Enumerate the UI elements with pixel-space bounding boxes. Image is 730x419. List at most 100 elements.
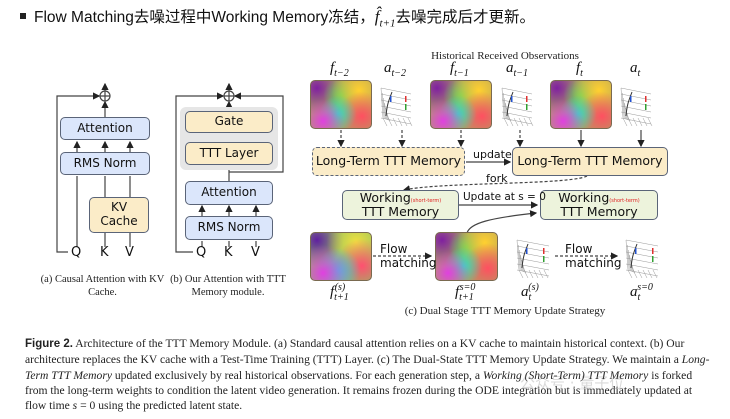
denoised-latent-image [435,232,498,281]
noisy-latent-image [310,232,372,281]
caption-italic: s [72,399,78,413]
short-term-tag: (short-term) [410,197,442,204]
figure-label: Figure 2. [25,338,73,350]
bullet-icon [20,13,26,19]
plot-grid [620,87,653,127]
pose-marker [543,248,545,254]
caption-italic: Long-Term TTT Memory [25,353,710,382]
label-sub: t [637,292,641,303]
trajectory-line [625,91,633,117]
trajectory-line [630,243,638,269]
pose-marker [526,104,528,110]
label-base: a [506,60,514,76]
pose-marker [405,104,407,110]
watermark: 公众号 · 量子位 [520,374,625,392]
action-plot-denoised [625,239,659,279]
caption-a: (a) Causal Attention with KV Cache. [40,274,165,299]
label-base: f [455,284,460,300]
pose-marker [652,248,654,254]
gate-block: Gate [185,111,273,133]
bullet-text-before: Flow Matching去噪过程中Working Memory冻结， [34,9,375,26]
label-f-t: ft [576,60,583,79]
caption-c: (c) Dual Stage TTT Memory Update Strateg… [404,305,606,317]
pose-marker [645,104,647,110]
label-sup: (s) [334,282,346,293]
rms-norm-block-b: RMS Norm [185,216,273,240]
trajectory-line [506,91,514,117]
pose-marker [645,96,647,102]
label-base: a [384,60,392,76]
label-sub: t [528,292,532,303]
flow-matching-label-2: Flow matching [565,242,622,271]
ttt-layer-block: TTT Layer [185,142,273,165]
working-title: Working(short-term) [558,190,640,205]
label-base: f [450,60,455,76]
pose-marker [526,96,528,102]
panel-c-title: Historical Received Observations [431,50,579,62]
flow-image-t-2 [310,80,372,129]
pose-marker [526,248,528,254]
long-term-memory-new: Long-Term TTT Memory [512,147,668,176]
action-plot-t-1 [501,87,534,127]
label-sub: t [637,68,641,79]
caption-text: is forked from the long-term weights to … [25,368,693,413]
label-base: f [330,60,335,76]
label-f-t-1: ft−1 [450,60,469,79]
bullet-text-after: 去噪完成后才更新。 [395,9,536,26]
label-sup: s=0 [637,282,653,293]
label-base: f [330,284,335,300]
input-v-a: V [125,245,134,260]
flow-image-t [550,80,612,129]
short-term-tag: (short-term) [609,197,640,204]
working-memory-updated: Working(short-term) TTT Memory [540,190,658,220]
action-plot-t-2 [380,87,413,127]
long-term-memory-old: Long-Term TTT Memory [312,147,465,176]
flow-image-t-1 [430,80,492,129]
label-a-t-s0: ats=0 [630,282,653,303]
working-label: Working [359,189,411,205]
math-f-hat: f̂t+1 [375,7,396,29]
label-f-t1-s0: ft+1s=0 [455,282,475,303]
label-a-t-2: at−2 [384,60,406,79]
action-plot-t [620,87,653,127]
pose-marker [390,96,392,102]
working-sub: TTT Memory [560,204,638,219]
pose-marker [652,256,654,262]
pose-marker [405,96,407,102]
trajectory-line [521,243,529,269]
caption-text: = 0 using the predicted latent state. [77,399,243,413]
input-q-b: Q [196,245,207,260]
update-label: update [473,148,512,161]
working-sub: TTT Memory [361,204,440,219]
plot-grid [516,239,550,279]
attention-block-a: Attention [60,117,150,140]
pose-marker [511,96,513,102]
kv-cache-block: KV Cache [89,197,149,233]
math-base: f̂ [374,7,380,26]
plot-grid [501,87,534,127]
figure-caption: Figure 2. Architecture of the TTT Memory… [25,336,715,413]
label-base: a [630,60,638,76]
plot-grid [625,239,659,279]
label-sub: t [580,68,583,79]
label-sub: t−1 [513,68,529,79]
input-k-b: K [224,245,233,260]
label-sup: (s) [528,282,539,293]
input-v-b: V [251,245,260,260]
caption-text: updated exclusively by real historical o… [111,368,483,382]
label-base: a [521,284,529,300]
pose-marker [543,256,545,262]
update-at-s0-label: Update at s = 0 [463,191,546,203]
label-base: f [576,60,581,76]
bullet-text: Flow Matching去噪过程中Working Memory冻结， f̂t+… [20,5,535,29]
action-plot-noisy [516,239,550,279]
flow-matching-label-1: Flow matching [380,242,437,271]
pose-marker [630,96,632,102]
caption-b: (b) Our Attention with TTT Memory module… [170,274,286,299]
rms-norm-block-a: RMS Norm [60,152,150,175]
label-sub: t+1 [459,292,474,303]
label-base: a [630,284,638,300]
label-a-t: at [630,60,640,79]
working-title: Working(short-term) [359,189,442,205]
